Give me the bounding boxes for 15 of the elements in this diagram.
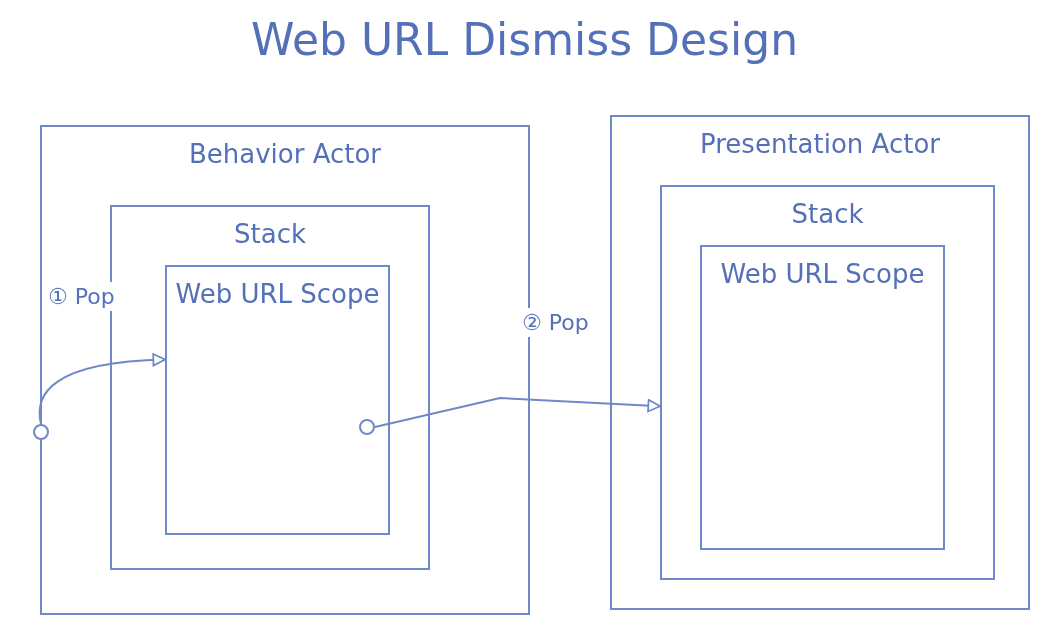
container-box [610, 115, 1030, 610]
port-circle [33, 424, 49, 440]
box-title: Presentation Actor [699, 129, 941, 161]
arrow [374, 397, 661, 428]
container-box [660, 185, 995, 580]
container-box [700, 245, 945, 550]
box-title: Web URL Scope [174, 279, 381, 311]
port-circle [359, 419, 375, 435]
container-box [165, 265, 390, 535]
box-title: Web URL Scope [719, 259, 926, 291]
title: Web URL Dismiss Design [249, 14, 800, 65]
arrow [38, 353, 166, 425]
box-title: Behavior Actor [187, 139, 383, 171]
box-title: Stack [233, 219, 307, 251]
box-title: Stack [790, 199, 865, 231]
